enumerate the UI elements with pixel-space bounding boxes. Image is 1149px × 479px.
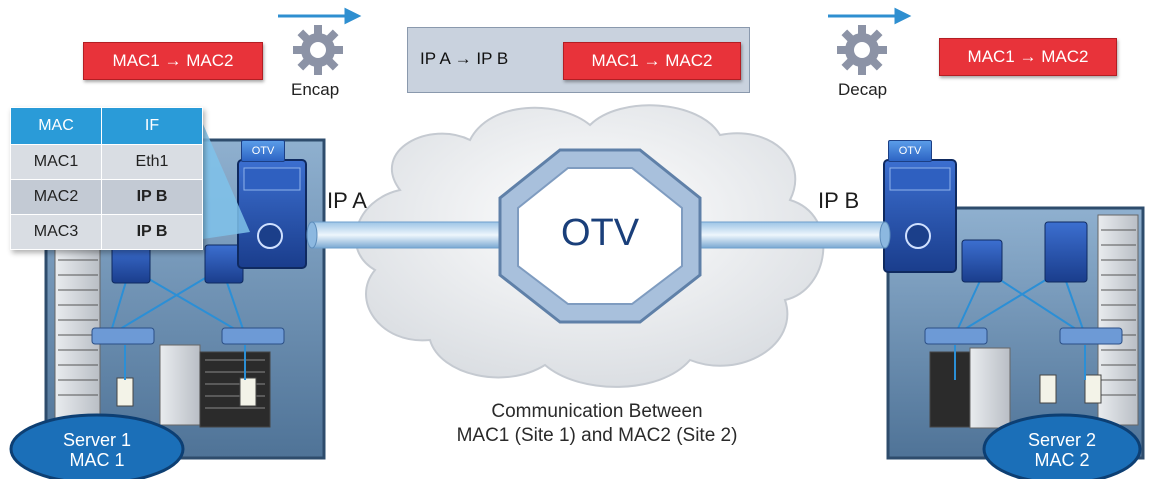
server-2-label: Server 2 MAC 2 (990, 430, 1134, 470)
encap-gear-icon (293, 25, 343, 75)
site-2-otv-tag: OTV (888, 140, 932, 162)
table-row: MAC1 Eth1 (10, 144, 203, 180)
caption-line-1: Communication Between (491, 401, 703, 422)
site-1-otv-tag: OTV (241, 140, 285, 162)
decapsulated-mac-text: MAC1 → MAC2 (967, 47, 1089, 66)
table-cell: Eth1 (101, 144, 203, 180)
original-mac-frame: MAC1 → MAC2 (83, 42, 263, 80)
decap-gear-icon (837, 25, 887, 75)
site-1-access-switches (91, 327, 285, 345)
site-2-otv-device (883, 159, 957, 273)
site-1-agg-switches (111, 244, 244, 284)
server-1-name: Server 1 (62, 430, 132, 450)
mac-table-header: MAC IF (10, 107, 203, 145)
encapsulated-frame: IP A → IP B MAC1 → MAC2 (407, 27, 750, 93)
encap-label: Encap (291, 80, 340, 99)
mac-table-header-if: IF (101, 107, 203, 145)
site-1-otv-device (237, 159, 307, 269)
server-2-mac: MAC 2 (1034, 450, 1090, 470)
encapsulated-mac-text: MAC1 → MAC2 (591, 51, 713, 70)
direction-arrows (278, 7, 912, 25)
server-2-name: Server 2 (1027, 430, 1097, 450)
table-cell: MAC1 (10, 144, 102, 180)
site-1-ip-label: IP A (327, 188, 367, 213)
encapsulated-mac-frame: MAC1 → MAC2 (563, 42, 741, 80)
otv-octagon-label: OTV (560, 212, 640, 254)
caption: Communication Between MAC1 (Site 1) and … (402, 400, 792, 448)
original-mac-frame-text: MAC1 → MAC2 (112, 51, 234, 70)
server-1-label: Server 1 MAC 1 (20, 430, 174, 470)
table-callout-pointer (196, 108, 250, 240)
otv-octagon (498, 148, 702, 324)
server-1-ellipse (9, 413, 185, 479)
decap-label: Decap (838, 80, 888, 99)
table-cell: MAC2 (10, 179, 102, 215)
site-2-agg-switches (961, 221, 1088, 283)
site-2-area (883, 159, 1145, 460)
site-2-ip-label: IP B (818, 188, 860, 213)
encapsulated-ip-header: IP A → IP B (420, 49, 509, 68)
server-2-ellipse (982, 413, 1142, 479)
mac-table: MAC IF MAC1 Eth1 MAC2 IP B MAC3 IP B (10, 107, 203, 250)
caption-line-2: MAC1 (Site 1) and MAC2 (Site 2) (456, 425, 738, 446)
decapsulated-mac-frame: MAC1 → MAC2 (939, 38, 1117, 76)
table-row: MAC3 IP B (10, 214, 203, 250)
mac-table-header-mac: MAC (10, 107, 102, 145)
site-2-access-switches (924, 327, 1123, 345)
table-cell: IP B (101, 214, 203, 250)
table-cell: IP B (101, 179, 203, 215)
table-row: MAC2 IP B (10, 179, 203, 215)
server-1-mac: MAC 1 (69, 450, 125, 470)
ip-tunnel (306, 221, 891, 249)
table-cell: MAC3 (10, 214, 102, 250)
